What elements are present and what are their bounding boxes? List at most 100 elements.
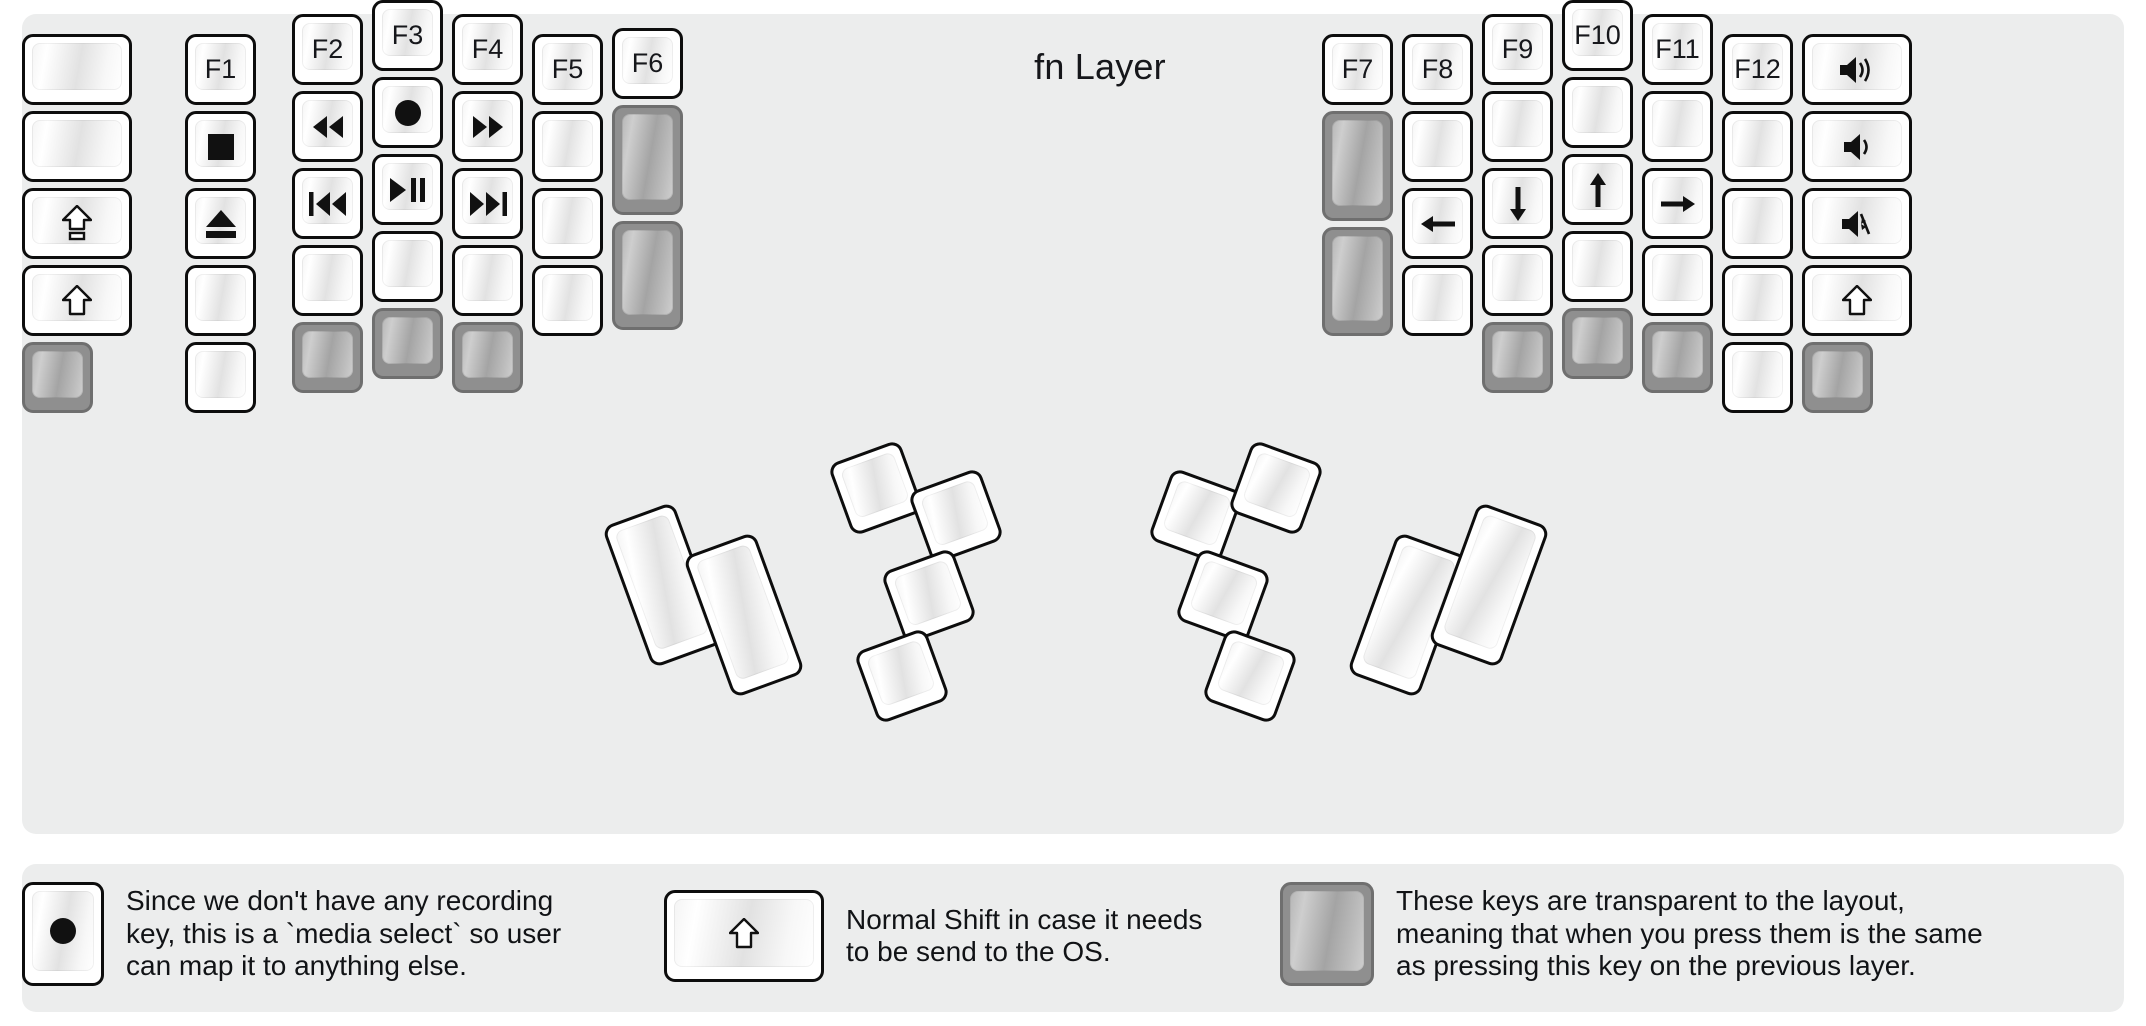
key-L-c4-r2[interactable] (452, 168, 523, 239)
keycap-surface (462, 100, 513, 147)
key-R-c0-r2[interactable] (1322, 226, 1393, 336)
key-R-c2-r1[interactable] (1482, 91, 1553, 162)
key-R-c1-r0[interactable]: F8 (1402, 34, 1473, 105)
key-R-c4-r4[interactable] (1642, 322, 1713, 393)
key-L-c2-r3[interactable] (292, 245, 363, 316)
keycap-surface (1412, 43, 1463, 90)
keycap-surface (919, 479, 991, 548)
key-R-c0-r0[interactable]: F7 (1322, 34, 1393, 105)
shift-icon (61, 285, 92, 316)
key-R-c4-r1[interactable] (1642, 91, 1713, 162)
key-L-c4-r1[interactable] (452, 91, 523, 162)
key-L-c2-r0[interactable]: F2 (292, 14, 363, 85)
key-R-c6-r4[interactable] (1802, 342, 1873, 413)
keycap-surface (542, 120, 593, 167)
key-L-c3-r2[interactable] (372, 154, 443, 225)
key-R-c4-r3[interactable] (1642, 245, 1713, 316)
key-L-c2-r2[interactable] (292, 168, 363, 239)
key-L-c0-r2[interactable] (22, 188, 132, 259)
key-L-c1-r1[interactable] (185, 111, 256, 182)
keycap-surface (1572, 9, 1623, 56)
key-R-c3-r3[interactable] (1562, 231, 1633, 302)
legend-transparent: These keys are transparent to the layout… (1280, 882, 1983, 986)
key-L-c3-r3[interactable] (372, 231, 443, 302)
keycap-surface (1812, 197, 1902, 244)
key-L-c5-r2[interactable] (532, 188, 603, 259)
key-L-c6-r0[interactable]: F6 (612, 28, 683, 99)
keycap-surface (1412, 197, 1463, 244)
key-L-c5-r3[interactable] (532, 265, 603, 336)
key-L-c3-r0[interactable]: F3 (372, 0, 443, 71)
key-R-c2-r3[interactable] (1482, 245, 1553, 316)
key-label: F6 (631, 48, 664, 78)
key-R-c5-r1[interactable] (1722, 111, 1793, 182)
media-rewind-icon (310, 115, 346, 138)
key-R-c2-r0[interactable]: F9 (1482, 14, 1553, 85)
legend-panel (22, 864, 2124, 1012)
key-R-c5-r4[interactable] (1722, 342, 1793, 413)
key-label: F2 (311, 34, 344, 64)
key-L-c5-r0[interactable]: F5 (532, 34, 603, 105)
key-R-c5-r3[interactable] (1722, 265, 1793, 336)
key-L-c1-r3[interactable] (185, 265, 256, 336)
key-R-c6-r2[interactable] (1802, 188, 1912, 259)
key-R-c4-r0[interactable]: F11 (1642, 14, 1713, 85)
key-L-c1-r0[interactable]: F1 (185, 34, 256, 105)
volume-mute-icon (1841, 210, 1872, 238)
key-L-c5-r1[interactable] (532, 111, 603, 182)
key-L-c6-r2[interactable] (612, 220, 683, 330)
keycap-surface (382, 317, 433, 364)
keycap-surface (542, 197, 593, 244)
keycap-surface (32, 43, 122, 90)
key-L-c3-r1[interactable] (372, 77, 443, 148)
key-R-c5-r2[interactable] (1722, 188, 1793, 259)
key-L-c2-r4[interactable] (292, 322, 363, 393)
key-R-c0-r1[interactable] (1322, 111, 1393, 221)
key-R-c3-r2[interactable] (1562, 154, 1633, 225)
key-L-c0-r3[interactable] (22, 265, 132, 336)
key-R-c3-r1[interactable] (1562, 77, 1633, 148)
keycap-surface (1215, 639, 1287, 708)
keycap-surface (1652, 100, 1703, 147)
key-label: F9 (1501, 34, 1534, 64)
key-R-c6-r0[interactable] (1802, 34, 1912, 105)
key-R-c3-r4[interactable] (1562, 308, 1633, 379)
key-R-c5-r0[interactable]: F12 (1722, 34, 1793, 105)
keycap-surface (1812, 120, 1902, 167)
volume-up-icon (1839, 56, 1874, 84)
key-L-c0-r0[interactable] (22, 34, 132, 105)
keycap-surface (1812, 351, 1863, 398)
key-label: F10 (1574, 20, 1621, 50)
keycap-surface (462, 254, 513, 301)
key-L-c4-r4[interactable] (452, 322, 523, 393)
arrow-up-icon (1586, 172, 1610, 207)
arrow-right-icon (1660, 192, 1695, 216)
keycap-surface (1161, 479, 1233, 548)
keycap-surface (1732, 120, 1783, 167)
key-R-c4-r2[interactable] (1642, 168, 1713, 239)
key-L-c0-r1[interactable] (22, 111, 132, 182)
key-R-c3-r0[interactable]: F10 (1562, 0, 1633, 71)
key-L-c3-r4[interactable] (372, 308, 443, 379)
keycap-surface (1492, 100, 1543, 147)
keycap-surface (1652, 23, 1703, 70)
key-L-c6-r1[interactable] (612, 105, 683, 215)
legend-record-text: Since we don't have any recording key, t… (126, 885, 562, 982)
media-record-icon (49, 917, 77, 945)
key-L-c2-r1[interactable] (292, 91, 363, 162)
key-R-c1-r3[interactable] (1402, 265, 1473, 336)
key-R-c1-r1[interactable] (1402, 111, 1473, 182)
media-record-icon (394, 99, 422, 127)
key-R-c1-r2[interactable] (1402, 188, 1473, 259)
key-L-c4-r0[interactable]: F4 (452, 14, 523, 85)
media-fast-forward-icon (470, 115, 506, 138)
key-R-c6-r3[interactable] (1802, 265, 1912, 336)
key-R-c2-r2[interactable] (1482, 168, 1553, 239)
key-L-c4-r3[interactable] (452, 245, 523, 316)
key-L-c1-r4[interactable] (185, 342, 256, 413)
key-R-c6-r1[interactable] (1802, 111, 1912, 182)
media-eject-icon (205, 209, 236, 238)
key-L-c0-r4[interactable] (22, 342, 93, 413)
key-R-c2-r4[interactable] (1482, 322, 1553, 393)
key-L-c1-r2[interactable] (185, 188, 256, 259)
